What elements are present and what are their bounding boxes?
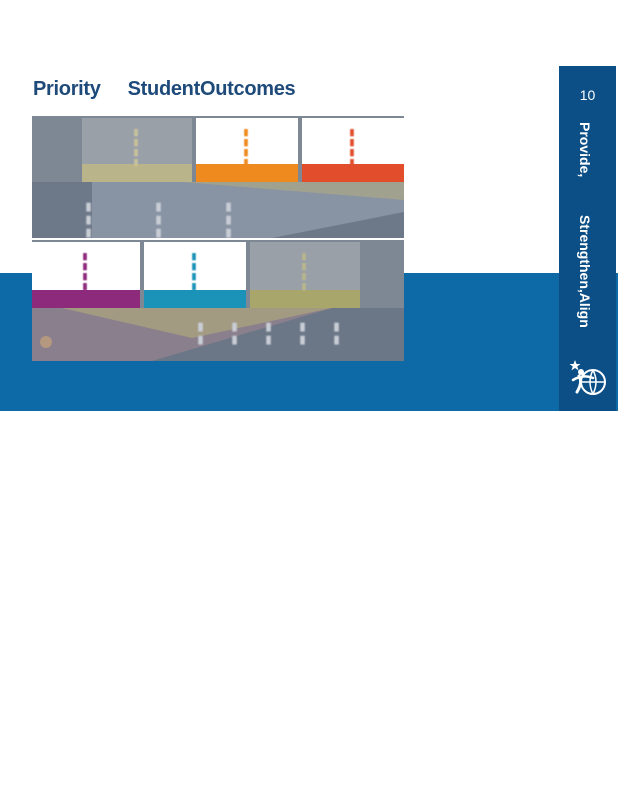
side-banner-line1: Provide, [577,122,593,178]
blurred-text-3: ▮▮▮ [222,200,234,238]
infographic-card-teal: ▮▮▮▮ [144,242,246,308]
side-banner-line2: Strengthen,Align [577,215,593,328]
star-figure-globe-logo-icon [569,360,606,395]
slide-title: Priority StudentOutcomes [33,78,296,101]
blurred-text-5: ▮▮ [228,320,240,346]
infographic-card-red: ▮▮▮▮ [302,118,404,182]
blurred-text-8: ▮▮ [330,320,342,346]
blurred-text-1: ▮▮▮ [82,200,94,238]
infographic-card-purple: ▮▮▮▮ [32,242,140,308]
infographic-card-olive: ▮▮▮▮ [250,242,360,308]
blurred-text-2: ▮▮▮ [152,200,164,238]
blurred-text-4: ▮▮ [194,320,206,346]
blurred-text-7: ▮▮ [296,320,308,346]
infographic-card-orange: ▮▮▮▮ [196,118,298,182]
side-banner: 10 Provide, Strengthen,Align [559,66,616,411]
side-banner-text: Provide, Strengthen,Align [577,122,593,328]
infographic-bottom-strip: ▮▮▮▮ ▮▮▮▮ ▮▮▮▮ ▮▮ ▮▮ ▮▮ ▮▮ ▮▮ [32,240,404,361]
outcomes-infographic: ▮▮▮▮ ▮▮▮▮ ▮▮▮▮ ▮▮▮ ▮▮▮ ▮▮▮ [32,116,404,361]
infographic-card-dim: ▮▮▮▮ [82,118,192,182]
infographic-top-strip: ▮▮▮▮ ▮▮▮▮ ▮▮▮▮ ▮▮▮ ▮▮▮ ▮▮▮ [32,116,404,238]
infographic-top-shadow [32,182,404,238]
infographic-bottom-shadow [32,308,404,361]
title-priority: Priority [33,78,101,100]
blurred-text-6: ▮▮ [262,320,274,346]
page-number: 10 [579,87,596,103]
title-student-outcomes: StudentOutcomes [127,78,296,100]
